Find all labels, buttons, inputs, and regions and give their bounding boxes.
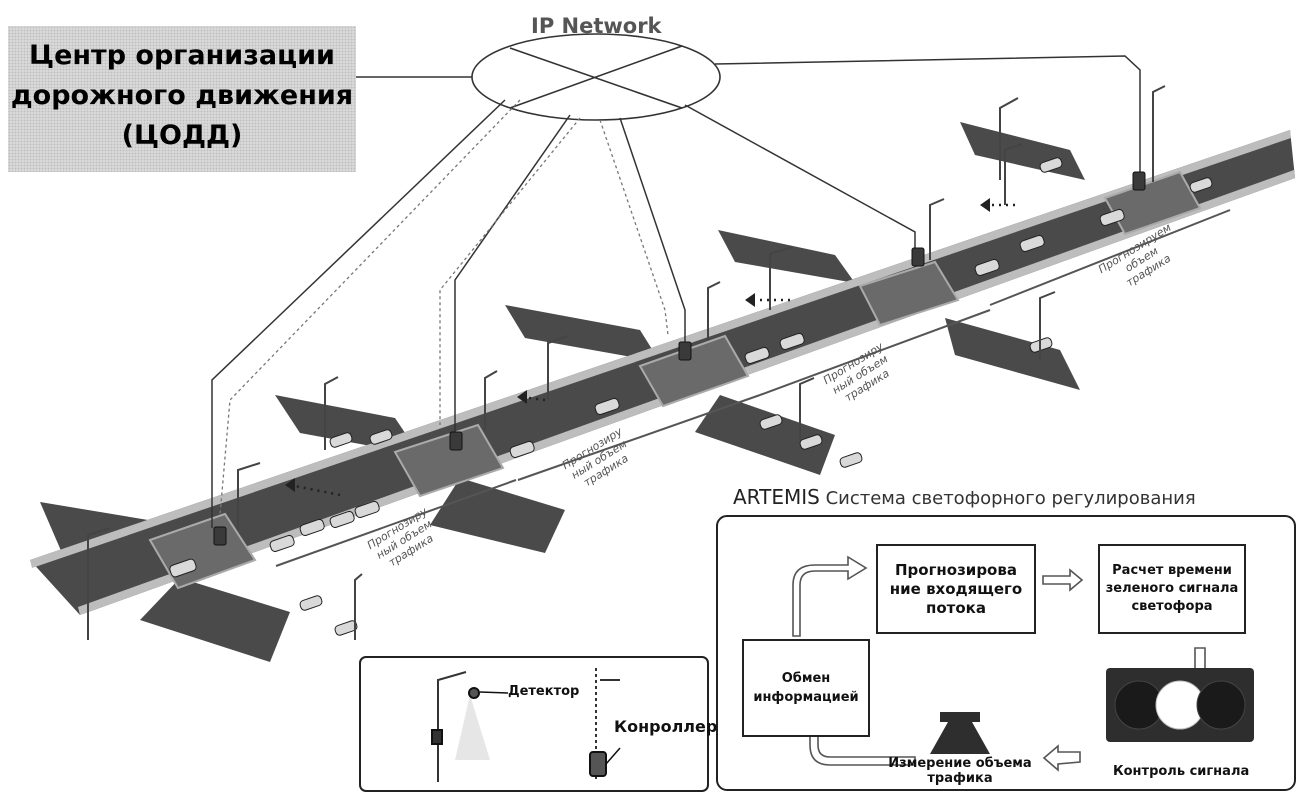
forecast-brackets: [275, 209, 1231, 567]
legend-detector-label: Детектор: [508, 684, 580, 699]
measurement-sensor-icon: [930, 712, 990, 754]
signal-control-label: Контроль сигнала: [1113, 764, 1250, 779]
legend-controller-icon: [589, 668, 621, 782]
ip-network-ellipse: [471, 33, 721, 121]
cars: [169, 157, 1213, 636]
system-brand: ARTEMIS: [733, 485, 820, 509]
system-subtitle: Система светофорного регулирования: [825, 488, 1196, 509]
network-links: [211, 55, 1141, 528]
legend-pole-icon: [431, 671, 509, 782]
forecast-step: Прогнозирова ние входящего потока: [876, 544, 1036, 634]
center-title-line-1: Центр организации: [29, 40, 335, 71]
legend-panel: [359, 656, 709, 792]
traffic-light-icon: [1106, 668, 1254, 742]
street-poles: [87, 85, 1166, 640]
network-title: IP Network: [531, 14, 662, 38]
center-title-line-3: (ЦОДД): [121, 120, 243, 151]
controllers: [213, 171, 1146, 546]
dashed-links: [219, 99, 669, 516]
traffic-center-box: Центр организации дорожного движения (ЦО…: [8, 26, 356, 172]
center-title-line-2: дорожного движения: [10, 80, 354, 111]
detector-arrows: [289, 203, 1015, 497]
legend-controller-label: Конроллер: [614, 717, 718, 736]
green-time-step: Расчет времени зеленого сигнала светофор…: [1098, 544, 1246, 634]
measurement-label: Измерение объема трафика: [888, 756, 1032, 786]
exchange-step: Обмен информацией: [742, 639, 870, 737]
detector-arrowheads: [285, 198, 990, 492]
system-title: ARTEMIS Система светофорного регулирован…: [733, 485, 1196, 509]
